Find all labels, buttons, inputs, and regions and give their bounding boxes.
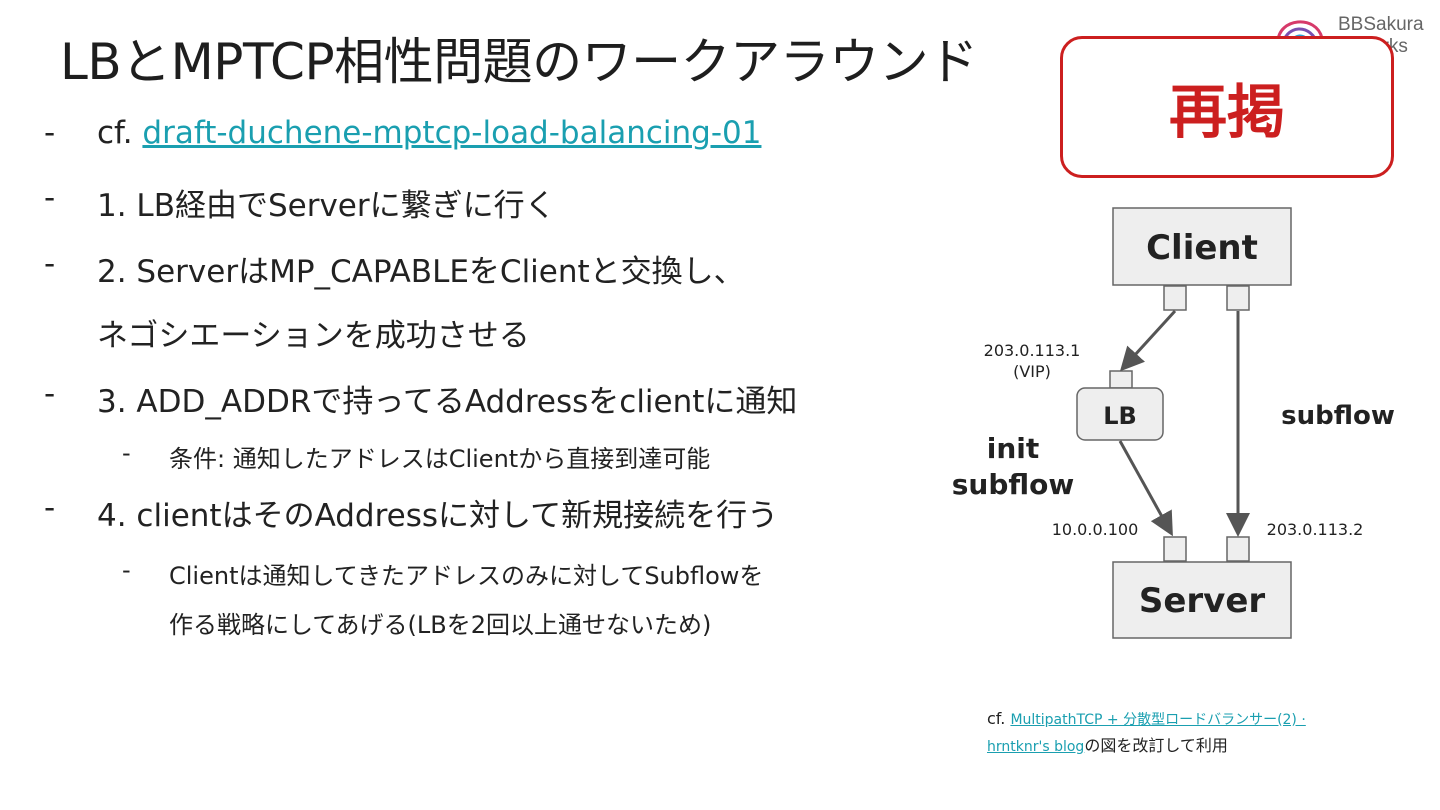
reference-suffix: の図を改訂して利用 [1084, 736, 1228, 755]
reference-link[interactable]: MultipathTCP + 分散型ロードバランサー(2) · [1010, 712, 1306, 728]
subflow-label: subflow [1281, 401, 1395, 431]
bullet-dash: - [44, 180, 56, 216]
bullet-3-line2: ネゴシエーションを成功させる [97, 318, 530, 354]
draft-link[interactable]: draft-duchene-mptcp-load-balancing-01 [142, 115, 762, 151]
bullet-5-sub-line2: 作る戦略にしてあげる(LBを2回以上通せないため) [169, 611, 712, 639]
bullet-5-sub-line1: Clientは通知してきたアドレスのみに対してSubflowを [169, 562, 764, 590]
bullet-4-sub: 条件: 通知したアドレスはClientから直接到達可能 [169, 445, 711, 473]
reference-prefix: cf. [987, 709, 1011, 728]
client-port-2 [1226, 285, 1250, 311]
bullet-1: cf. draft-duchene-mptcp-load-balancing-0… [97, 115, 761, 151]
slide-title: LBとMPTCP相性問題のワークアラウンド [60, 33, 978, 91]
bullet-2: 1. LB経由でServerに繋ぎに行く [97, 188, 556, 224]
bullet-dash: - [44, 490, 56, 526]
client-label: Client [1146, 228, 1258, 268]
init-label: init [987, 432, 1040, 465]
lb-box [1076, 387, 1164, 441]
sub-bullet-dash: - [122, 439, 131, 467]
bullet-dash: - [44, 246, 56, 282]
lb-label: LB [1103, 402, 1137, 430]
reference-note: cf. MultipathTCP + 分散型ロードバランサー(2) · hrnt… [987, 706, 1407, 760]
client-port-1 [1163, 285, 1187, 311]
bullet-dash: - [44, 115, 56, 151]
bullet-1-prefix: cf. [97, 115, 143, 151]
stamp-label: 再掲 [1168, 78, 1285, 146]
server-ip-1-label: 10.0.0.100 [1052, 520, 1139, 539]
reference-link-line2[interactable]: hrntknr's blog [987, 739, 1085, 755]
bullet-5: 4. clientはそのAddressに対して新規接続を行う [97, 498, 779, 534]
vip-ip-label: 203.0.113.1 [984, 341, 1081, 360]
client-to-lb-arrow [1119, 309, 1177, 372]
init-subflow-label: subflow [952, 468, 1075, 501]
client-box [1112, 207, 1292, 286]
server-box [1112, 561, 1292, 639]
server-port-2 [1226, 536, 1250, 562]
lb-to-server-arrow [1118, 440, 1173, 537]
repost-stamp: 再掲 [1060, 36, 1394, 178]
lb-port [1109, 370, 1133, 389]
server-port-1 [1163, 536, 1187, 562]
sub-bullet-dash: - [122, 556, 131, 584]
logo-text-line1: BBSakura [1338, 14, 1424, 35]
bullet-4: 3. ADD_ADDRで持ってるAddressをclientに通知 [97, 384, 798, 420]
network-diagram: Client LB Server 203.0.113.1 (VIP) init … [952, 207, 1395, 639]
server-label: Server [1139, 581, 1266, 621]
vip-tag-label: (VIP) [1013, 362, 1051, 381]
bullet-dash: - [44, 376, 56, 412]
bullet-3-line1: 2. ServerはMP_CAPABLEをClientと交換し、 [97, 254, 745, 290]
server-ip-2-label: 203.0.113.2 [1267, 520, 1364, 539]
